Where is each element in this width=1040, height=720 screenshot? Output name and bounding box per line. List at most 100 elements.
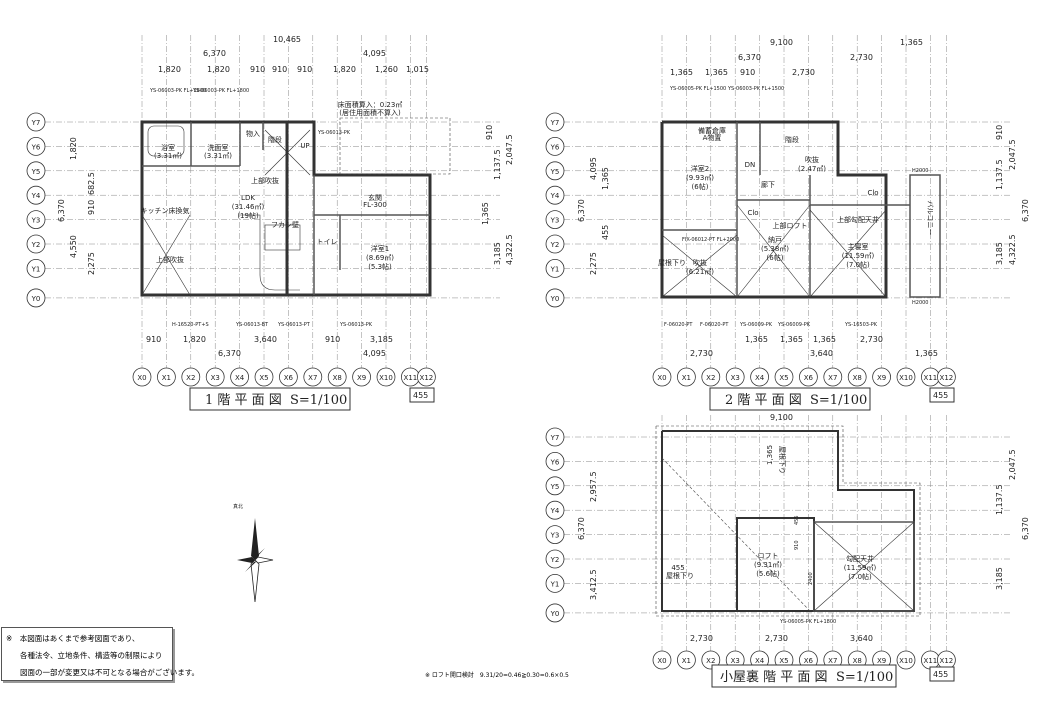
axis-label-x: X1 bbox=[682, 374, 691, 382]
svg-text:(7.0帖): (7.0帖) bbox=[848, 572, 872, 581]
top-fine-dims: 1,365 1,365 910 2,730 bbox=[670, 68, 815, 77]
axis-bubble-x bbox=[230, 367, 250, 387]
axis-bubble-y bbox=[26, 288, 46, 308]
axis-label-y: Y7 bbox=[31, 119, 41, 127]
axis-bubble-x bbox=[872, 367, 891, 387]
svg-text:6,370: 6,370 bbox=[218, 349, 241, 358]
window-tags: YS-06003-PK FL+1800 YS-06003-PK FL+1800 … bbox=[149, 88, 373, 328]
svg-text:LDK: LDK bbox=[241, 194, 255, 202]
svg-text:上部勾配天井: 上部勾配天井 bbox=[837, 215, 879, 224]
svg-text:910: 910 bbox=[325, 335, 340, 344]
exterior-wall bbox=[287, 120, 432, 297]
svg-text:A物置: A物置 bbox=[703, 133, 722, 142]
module-tag: 455 bbox=[413, 391, 428, 400]
svg-text:勾配天井: 勾配天井 bbox=[846, 554, 874, 563]
axis-label-x: X0 bbox=[657, 374, 666, 382]
svg-text:910: 910 bbox=[250, 65, 265, 74]
svg-text:9,100: 9,100 bbox=[770, 38, 793, 47]
axis-bubble-x bbox=[677, 650, 696, 670]
axis-bubble-x bbox=[896, 367, 916, 387]
svg-text:1,365: 1,365 bbox=[670, 68, 693, 77]
axis-bubble-y bbox=[545, 185, 565, 205]
axis-bubble-x bbox=[799, 367, 818, 387]
svg-text:(3.31㎡): (3.31㎡) bbox=[204, 152, 232, 160]
plan-title-box bbox=[189, 387, 351, 411]
svg-text:2,957.5: 2,957.5 bbox=[589, 471, 598, 502]
svg-text:(11.59㎡): (11.59㎡) bbox=[844, 564, 877, 572]
axis-label-y: Y1 bbox=[550, 580, 560, 588]
svg-text:洋室2: 洋室2 bbox=[691, 164, 709, 173]
svg-text:6,370: 6,370 bbox=[1021, 517, 1030, 540]
svg-text:3,185: 3,185 bbox=[493, 242, 502, 265]
svg-text:4,095: 4,095 bbox=[589, 157, 598, 180]
room-labels: 浴室 (3.31㎡) 洗面室 (3.31㎡) 物入 階段 UP 上部吹抜 LDK… bbox=[141, 100, 403, 271]
axis-bubble-y bbox=[26, 234, 46, 254]
svg-text:H-16520-PT+S: H-16520-PT+S bbox=[172, 322, 209, 328]
svg-text:3,412.5: 3,412.5 bbox=[589, 569, 598, 600]
axis-label-x: X12 bbox=[940, 374, 954, 382]
svg-text:6,370: 6,370 bbox=[1021, 199, 1030, 222]
bottom-dims: 1,365 1,365 1,365 2,730 2,730 3,640 1,36… bbox=[690, 335, 938, 358]
svg-text:階段: 階段 bbox=[268, 135, 282, 144]
svg-text:1,365: 1,365 bbox=[745, 335, 768, 344]
axis-bubble-y bbox=[26, 210, 46, 230]
svg-text:(5.3帖): (5.3帖) bbox=[368, 262, 392, 271]
svg-text:1,260: 1,260 bbox=[375, 65, 398, 74]
svg-text:吹抜: 吹抜 bbox=[805, 155, 819, 164]
axis-bubble-y bbox=[545, 574, 565, 593]
axis-label-x: X8 bbox=[853, 657, 862, 665]
svg-text:浴室: 浴室 bbox=[161, 143, 175, 152]
axis-bubble-y bbox=[26, 161, 46, 181]
axis-label-y: Y3 bbox=[31, 217, 41, 225]
axis-label-x: X3 bbox=[731, 657, 740, 665]
svg-text:(9.93㎡): (9.93㎡) bbox=[686, 174, 714, 182]
axis-label-y: Y3 bbox=[550, 217, 560, 225]
axis-label-y: Y7 bbox=[550, 434, 560, 442]
svg-text:DN: DN bbox=[745, 161, 756, 169]
svg-text:2,047.5: 2,047.5 bbox=[1008, 449, 1017, 480]
svg-text:4,095: 4,095 bbox=[363, 349, 386, 358]
svg-text:2,730: 2,730 bbox=[792, 68, 815, 77]
attic-floor-plan: 9,100 2,730 2,730 3,640 2,957.5 6,370 3,… bbox=[577, 413, 1030, 688]
axis-label-x: X7 bbox=[828, 374, 837, 382]
axis-label-x: X5 bbox=[779, 374, 788, 382]
axis-bubble-y bbox=[545, 161, 565, 181]
svg-text:(6帖): (6帖) bbox=[692, 182, 709, 191]
second-floor-plan: 9,100 1,365 6,370 2,730 1,365 1,365 910 … bbox=[577, 38, 1030, 411]
svg-text:6,370: 6,370 bbox=[577, 199, 586, 222]
svg-text:3,640: 3,640 bbox=[810, 349, 833, 358]
window-tags: YS-06005-PK FL+1500 YS-06003-PK FL+1500 … bbox=[664, 86, 928, 328]
axis-label-x: X7 bbox=[828, 657, 837, 665]
svg-text:3,640: 3,640 bbox=[254, 335, 277, 344]
svg-text:2,275: 2,275 bbox=[589, 252, 598, 275]
svg-text:3,185: 3,185 bbox=[995, 242, 1004, 265]
svg-text:(5.6帖): (5.6帖) bbox=[756, 569, 780, 578]
axis-label-x: X4 bbox=[235, 374, 245, 382]
axis-label-x: X2 bbox=[706, 374, 715, 382]
axis-label-x: X0 bbox=[137, 374, 146, 382]
svg-text:3,640: 3,640 bbox=[850, 634, 873, 643]
svg-text:2,047.5: 2,047.5 bbox=[505, 134, 514, 165]
axis-label-y: Y2 bbox=[550, 556, 560, 564]
svg-text:10,465: 10,465 bbox=[273, 35, 301, 44]
svg-text:3,185: 3,185 bbox=[370, 335, 393, 344]
plan-title-box bbox=[711, 664, 897, 688]
svg-text:910: 910 bbox=[297, 65, 312, 74]
axis-label-x: X3 bbox=[731, 374, 740, 382]
axis-label-y: Y1 bbox=[31, 265, 41, 273]
room-labels: 備蓄倉庫 A物置 洋室2 (9.93㎡) (6帖) 廊下 DN 階段 吹抜 (2… bbox=[658, 126, 934, 276]
axis-label-x: X6 bbox=[284, 374, 294, 382]
svg-text:2,730: 2,730 bbox=[690, 349, 713, 358]
axis-label-y: Y3 bbox=[550, 532, 560, 540]
axis-bubble-y bbox=[545, 427, 565, 447]
axis-label-y: Y1 bbox=[550, 265, 560, 273]
svg-text:2400: 2400 bbox=[808, 572, 814, 585]
svg-text:4,322.5: 4,322.5 bbox=[1008, 234, 1017, 265]
svg-text:FL-300: FL-300 bbox=[363, 201, 387, 209]
svg-text:(7.0帖): (7.0帖) bbox=[846, 260, 870, 269]
plan-title: 2 階 平 面 図 bbox=[725, 393, 802, 408]
axis-bubble-x bbox=[376, 367, 396, 387]
axis-label-x: X6 bbox=[804, 374, 814, 382]
svg-text:YS-06003-PK FL+1800: YS-06003-PK FL+1800 bbox=[149, 88, 206, 94]
svg-text:910: 910 bbox=[272, 65, 287, 74]
